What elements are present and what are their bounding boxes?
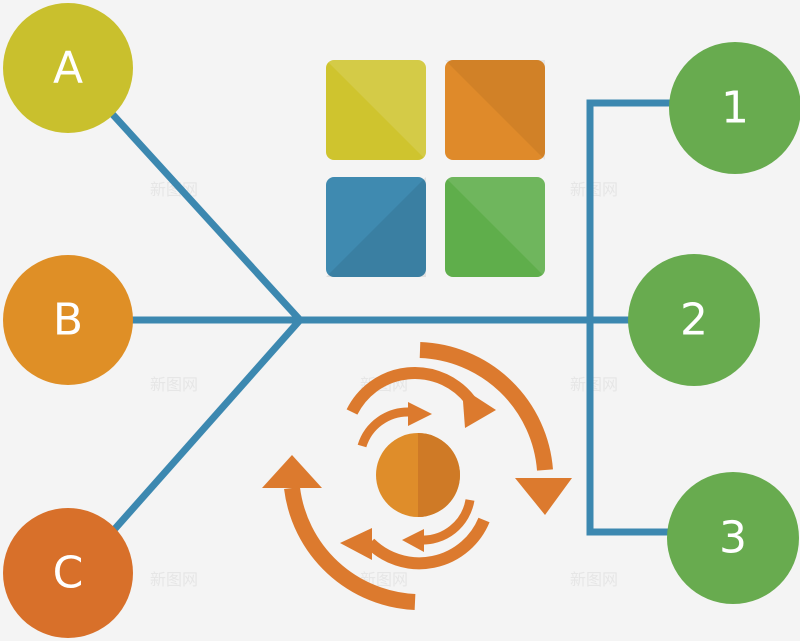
node-b-circle — [3, 255, 133, 385]
mid-arc-bottom — [365, 517, 490, 570]
watermark-text: 新图网 — [570, 180, 618, 199]
inner-arc-bottom — [419, 499, 475, 545]
mid-arrowhead-top — [462, 388, 496, 428]
node-b: B — [3, 255, 133, 385]
node-a-label: A — [53, 43, 83, 94]
node-c-label: C — [53, 548, 84, 599]
watermark-text: 新图网 — [150, 570, 198, 589]
connector-lines — [92, 92, 680, 543]
node-c: C — [3, 508, 133, 638]
node-a-circle — [3, 3, 133, 133]
inner-arrowhead-bottom — [402, 529, 424, 552]
cycle-center-dot-shade — [418, 433, 460, 517]
node-3: 3 — [667, 472, 799, 604]
node-3-circle — [667, 472, 799, 604]
tile-orange — [445, 60, 545, 160]
outer-arc-left — [284, 486, 416, 610]
tile-orange-shade — [445, 60, 545, 160]
tile-green-shine — [445, 177, 545, 277]
tile-green — [445, 177, 545, 277]
watermark-text: 新图网 — [570, 570, 618, 589]
node-3-label: 3 — [719, 513, 747, 564]
outer-arrowhead-left — [262, 455, 322, 488]
right-nodes: 1 2 3 — [628, 42, 800, 604]
node-1: 1 — [669, 42, 800, 174]
left-nodes: A B C — [3, 3, 133, 638]
tile-yellow — [326, 60, 426, 160]
outer-arc-right — [419, 342, 553, 471]
tile-yellow-shine — [326, 60, 426, 160]
mid-arrowhead-bottom — [340, 528, 372, 560]
connector-a — [92, 92, 303, 323]
mid-arc-top — [346, 367, 475, 415]
node-c-circle — [3, 508, 133, 638]
four-tile-grid-icon — [326, 60, 545, 277]
connector-c — [102, 317, 303, 543]
outer-arrowhead-right — [515, 478, 572, 515]
inner-arc-top — [357, 407, 411, 448]
circular-arrows-cycle-icon — [262, 342, 572, 610]
watermark-text: 新图网 — [570, 375, 618, 394]
node-2: 2 — [628, 254, 760, 386]
inner-arrowhead-top — [408, 402, 432, 426]
node-1-circle — [669, 42, 800, 174]
node-b-label: B — [53, 295, 83, 346]
tile-blue-shade — [326, 177, 426, 277]
node-2-label: 2 — [680, 295, 708, 346]
node-2-circle — [628, 254, 760, 386]
tile-blue — [326, 177, 426, 277]
watermark-text: 新图网 — [150, 375, 198, 394]
node-a: A — [3, 3, 133, 133]
node-1-label: 1 — [721, 83, 749, 134]
